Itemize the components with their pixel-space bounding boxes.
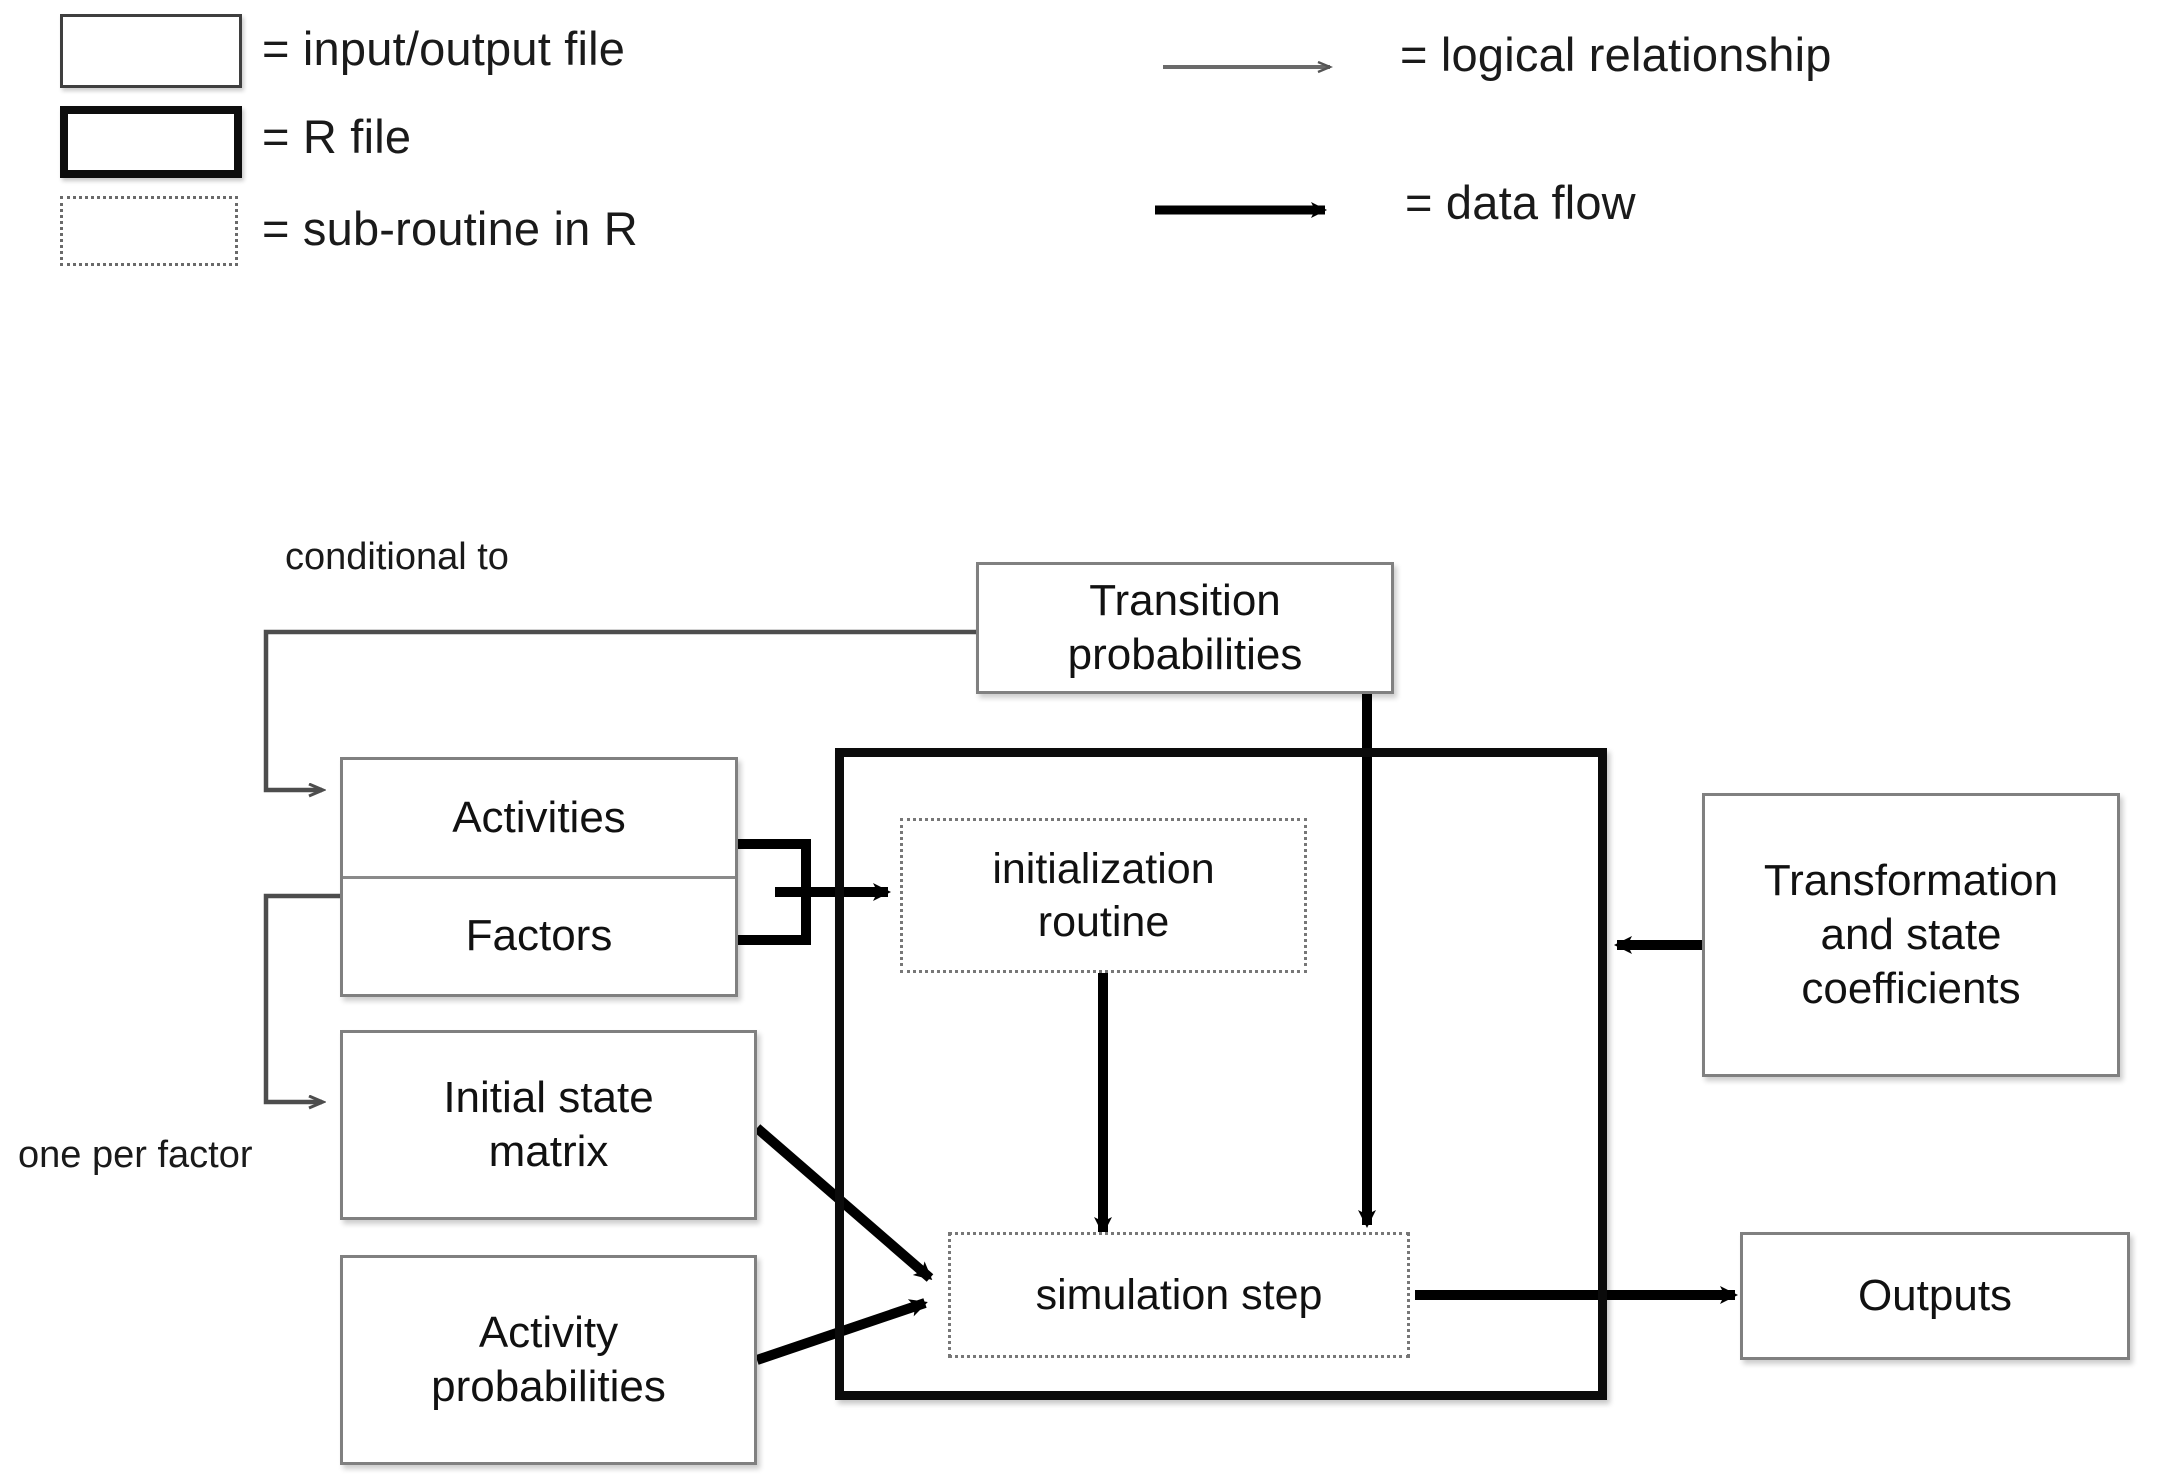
node-outputs[interactable]: Outputs (1740, 1232, 2130, 1360)
legend-swatch-r-file (60, 106, 242, 178)
node-activities[interactable]: Activities (343, 760, 735, 876)
legend-label-sub-routine-in-r: = sub-routine in R (262, 202, 638, 255)
edge-factors-to-initial-state-matrix (263, 893, 340, 1102)
node-activities-factors[interactable]: Activities Factors (340, 757, 738, 997)
legend-label-r-file: = R file (262, 110, 412, 163)
node-factors[interactable]: Factors (343, 875, 735, 995)
node-simulation-step-label: simulation step (1035, 1270, 1323, 1319)
legend-label-logical-relationship: = logical relationship (1400, 28, 1832, 81)
edge-activities-factors-bracket (738, 839, 811, 945)
legend-swatch-sub-routine-in-r (60, 196, 238, 266)
legend-swatch-input-output-file (60, 14, 242, 88)
node-factors-label: Factors (465, 911, 613, 961)
node-outputs-label: Outputs (1857, 1271, 2013, 1321)
legend-label-data-flow: = data flow (1405, 176, 1636, 229)
node-activities-label: Activities (452, 792, 626, 842)
legend-label-input-output-file: = input/output file (262, 22, 626, 75)
node-simulation-step[interactable]: simulation step (948, 1232, 1410, 1358)
annotation-one-per-factor: one per factor (18, 1134, 253, 1176)
r-file-container (835, 748, 1607, 1400)
annotation-conditional-to: conditional to (285, 536, 509, 578)
